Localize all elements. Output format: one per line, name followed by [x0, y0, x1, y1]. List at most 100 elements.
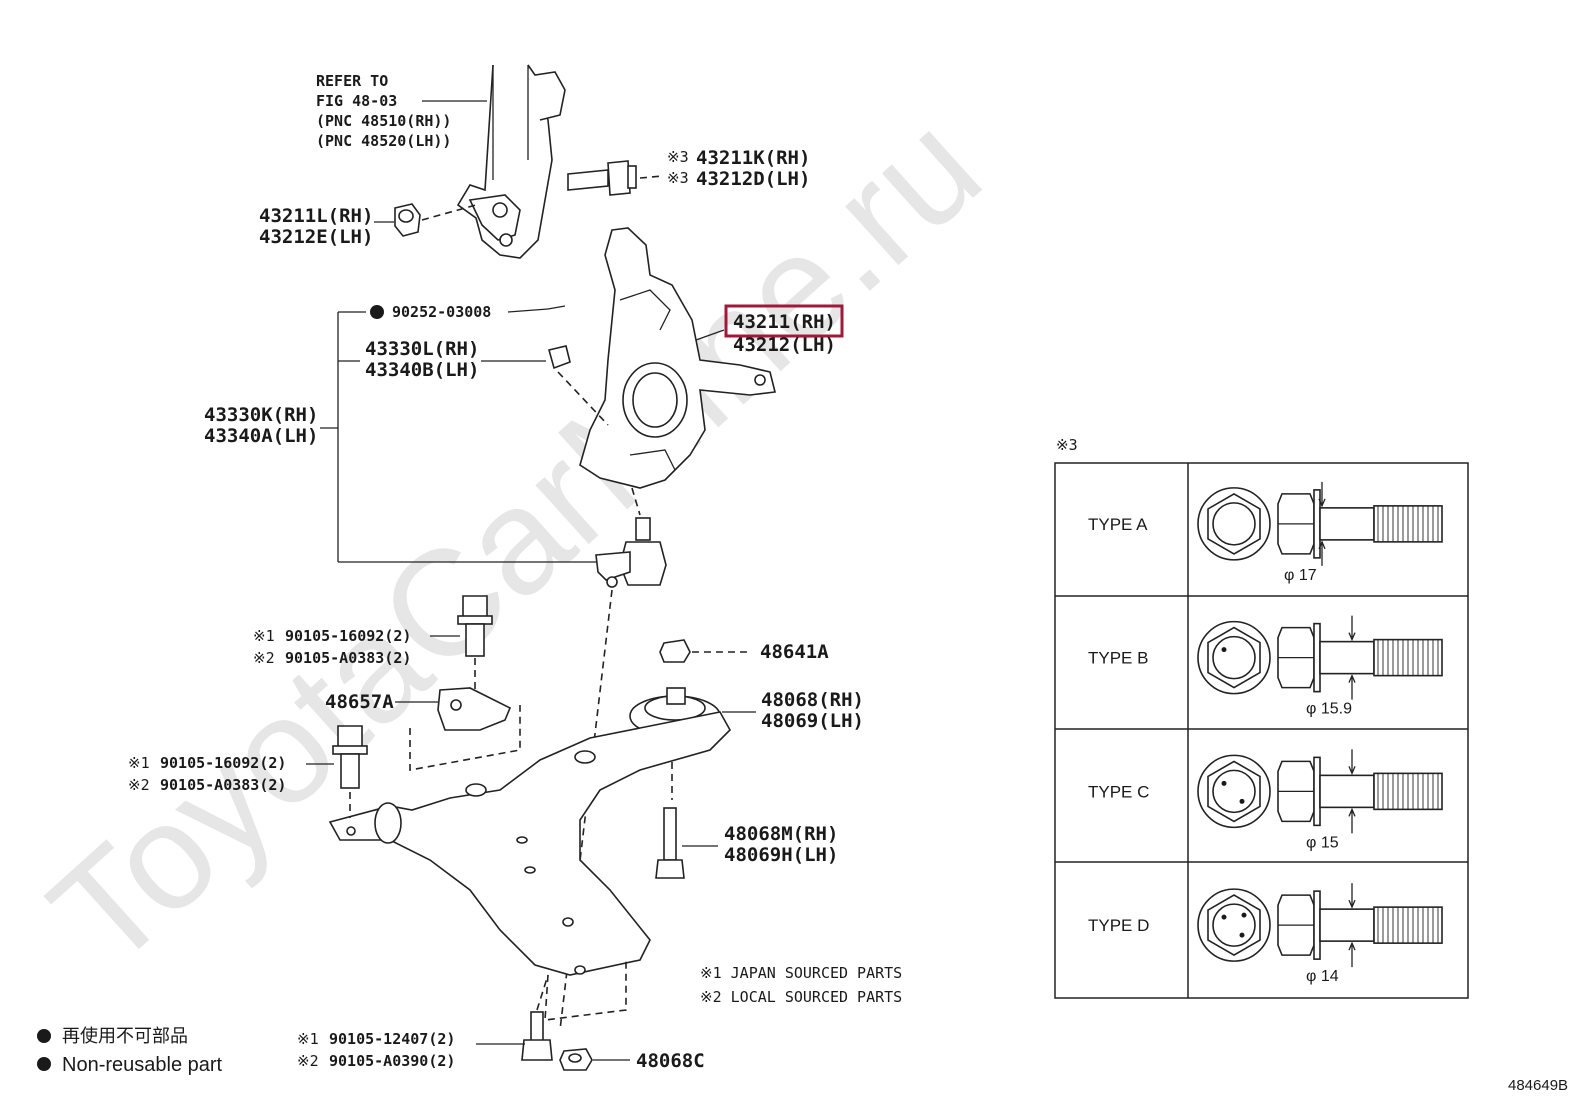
legend-dot-icon [37, 1029, 51, 1043]
label-43211L: 43211L(RH) 43212E(LH) [259, 205, 394, 248]
table-title: ※3 [1056, 436, 1078, 454]
nut-48068C [559, 1048, 593, 1071]
svg-text:48068C: 48068C [636, 1050, 705, 1072]
svg-text:※2: ※2 [253, 649, 275, 667]
sourcing-notes: ※1 JAPAN SOURCED PARTS ※2 LOCAL SOURCED … [700, 964, 902, 1006]
bolt-type-row: TYPE B φ 15.9 [1088, 615, 1443, 718]
svg-text:43330L(RH): 43330L(RH) [365, 338, 479, 360]
svg-text:90252-03008: 90252-03008 [392, 303, 491, 321]
svg-text:※1: ※1 [253, 627, 275, 645]
svg-text:43211(RH): 43211(RH) [733, 311, 836, 333]
label-48068C: 48068C [593, 1050, 705, 1072]
svg-text:43340A(LH): 43340A(LH) [204, 425, 318, 447]
bolt-90105-middle [332, 725, 368, 818]
dimension-arrow-icon [1348, 749, 1356, 834]
svg-text:43211L(RH): 43211L(RH) [259, 205, 373, 227]
svg-text:48657A: 48657A [325, 691, 394, 713]
svg-text:90105-16092(2): 90105-16092(2) [285, 627, 411, 645]
svg-text:48068M(RH): 48068M(RH) [724, 823, 838, 845]
marking-dot-icon [1221, 780, 1227, 786]
marking-dot-icon [1239, 798, 1245, 804]
dimension-arrow-icon [1318, 481, 1326, 566]
svg-text:※3: ※3 [667, 148, 689, 166]
legend-en: Non-reusable part [62, 1054, 223, 1076]
svg-text:90105-A0383(2): 90105-A0383(2) [160, 776, 286, 794]
label-48641A: 48641A [760, 641, 829, 663]
label-43330K: 43330K(RH) 43340A(LH) [204, 311, 600, 563]
bolt-type-table: ※3 [1054, 436, 1469, 999]
diameter-label: φ 17 [1284, 567, 1317, 584]
refer-to-label: REFER TO FIG 48-03 (PNC 48510(RH)) (PNC … [316, 72, 487, 150]
svg-text:48069(LH): 48069(LH) [761, 710, 864, 732]
legend: 再使用不可部品 Non-reusable part [37, 1026, 223, 1076]
label-43211[interactable]: 43211(RH) 43212(LH) [695, 304, 844, 356]
lower-arm-illustration [328, 711, 731, 1021]
marking-dot-icon [1221, 914, 1227, 920]
label-90105-middle: ※1 90105-16092(2) ※2 90105-A0383(2) [128, 754, 334, 794]
refer-line-4: (PNC 48520(LH)) [316, 132, 451, 150]
bolt-type-label: TYPE C [1088, 782, 1149, 801]
refer-line-2: FIG 48-03 [316, 92, 397, 110]
nut-48641A [659, 639, 750, 663]
label-43330L: 43330L(RH) 43340B(LH) [365, 338, 546, 381]
bolt-48068M [655, 807, 685, 879]
marking-dot-icon [1241, 912, 1247, 918]
label-90252: 90252-03008 [370, 303, 566, 321]
dust-cover-43330L [548, 345, 609, 426]
diameter-label: φ 15.9 [1306, 701, 1352, 718]
refer-line-1: REFER TO [316, 72, 388, 90]
bolt-type-row: TYPE C φ 15 [1088, 749, 1443, 851]
svg-text:43211K(RH): 43211K(RH) [696, 147, 810, 169]
dimension-arrow-icon [1348, 883, 1356, 968]
bolt-43211K [567, 160, 664, 196]
steering-knuckle-illustration [579, 227, 776, 516]
bolt-type-label: TYPE B [1088, 649, 1148, 668]
svg-text:90105-16092(2): 90105-16092(2) [160, 754, 286, 772]
bolt-type-label: TYPE A [1088, 515, 1148, 534]
stopper-48657A [409, 687, 521, 771]
svg-text:48641A: 48641A [760, 641, 829, 663]
label-90105-upper: ※1 90105-16092(2) ※2 90105-A0383(2) [253, 627, 460, 667]
svg-text:43340B(LH): 43340B(LH) [365, 359, 479, 381]
note-local: ※2 LOCAL SOURCED PARTS [700, 988, 902, 1006]
svg-text:43330K(RH): 43330K(RH) [204, 404, 318, 426]
bolt-type-row: TYPE A φ 17 [1088, 481, 1443, 584]
figure-id: 484649B [1508, 1077, 1568, 1094]
bolt-90105-upper [457, 595, 493, 690]
label-90105-lower: ※1 90105-12407(2) ※2 90105-A0390(2) [297, 1030, 525, 1070]
svg-text:※3: ※3 [667, 169, 689, 187]
highlight-box [724, 304, 844, 338]
marking-dot-icon [1221, 647, 1227, 653]
note-japan: ※1 JAPAN SOURCED PARTS [700, 964, 902, 982]
label-48657A: 48657A [325, 691, 438, 713]
dimension-arrow-icon [1348, 615, 1356, 700]
svg-text:※2: ※2 [128, 776, 150, 794]
bolt-90105-lower [521, 974, 553, 1061]
refer-line-3: (PNC 48510(RH)) [316, 112, 451, 130]
diameter-label: φ 14 [1306, 968, 1339, 985]
svg-text:90105-A0383(2): 90105-A0383(2) [285, 649, 411, 667]
strut-illustration [456, 64, 566, 259]
legend-jp: 再使用不可部品 [62, 1026, 188, 1046]
svg-text:90105-A0390(2): 90105-A0390(2) [329, 1052, 455, 1070]
svg-text:48069H(LH): 48069H(LH) [724, 844, 838, 866]
bolt-type-label: TYPE D [1088, 916, 1149, 935]
label-48068: 48068(RH) 48069(LH) [722, 689, 864, 732]
svg-text:43212D(LH): 43212D(LH) [696, 168, 810, 190]
svg-text:43212E(LH): 43212E(LH) [259, 226, 373, 248]
legend-dot-icon [37, 1057, 51, 1071]
bolt-type-row: TYPE D φ 14 [1088, 883, 1443, 985]
marking-dot-icon [1239, 932, 1245, 938]
diameter-label: φ 15 [1306, 834, 1339, 851]
svg-text:48068(RH): 48068(RH) [761, 689, 864, 711]
svg-text:43212(LH): 43212(LH) [733, 334, 836, 356]
svg-text:※1: ※1 [128, 754, 150, 772]
label-43211K: ※3 43211K(RH) ※3 43212D(LH) [667, 147, 810, 190]
non-reusable-dot-icon [370, 305, 384, 319]
label-48068M: 48068M(RH) 48069H(LH) [682, 823, 838, 866]
svg-text:※2: ※2 [297, 1052, 319, 1070]
svg-text:※1: ※1 [297, 1030, 319, 1048]
svg-text:90105-12407(2): 90105-12407(2) [329, 1030, 455, 1048]
nut-43211L [394, 203, 477, 237]
